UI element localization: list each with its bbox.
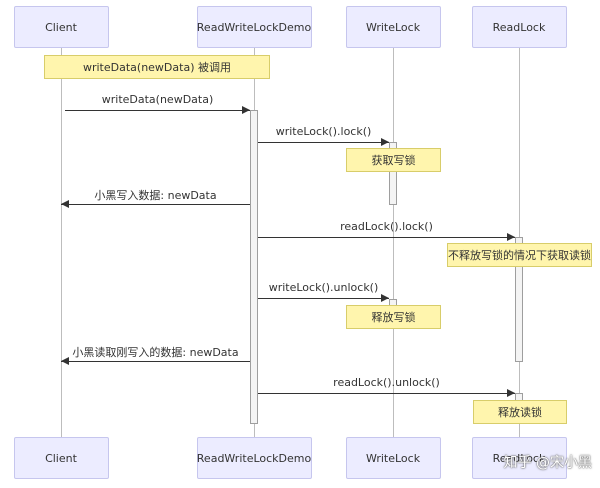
arrowhead-7 bbox=[507, 389, 515, 397]
actor-demo-bottom: ReadWriteLockDemo bbox=[196, 437, 312, 479]
activation-bar-readlock bbox=[515, 237, 523, 362]
message-label-4: readLock().lock() bbox=[340, 220, 433, 233]
actor-readlock-bottom: ReadLock bbox=[471, 437, 567, 479]
message-arrow-2 bbox=[258, 142, 389, 143]
message-arrow-7 bbox=[258, 393, 515, 394]
message-label-7: readLock().unlock() bbox=[333, 376, 440, 389]
message-arrow-3 bbox=[61, 204, 250, 205]
watermark: 知乎 @宋小黑 bbox=[503, 455, 592, 471]
actor-writelock-bottom: WriteLock bbox=[345, 437, 441, 479]
arrowhead-3 bbox=[61, 200, 69, 208]
arrowhead-6 bbox=[61, 357, 69, 365]
message-label-5: writeLock().unlock() bbox=[268, 281, 379, 294]
note-4: 释放写锁 bbox=[346, 305, 441, 329]
message-arrow-1 bbox=[65, 110, 250, 111]
message-label-3: 小黑写入数据: newData bbox=[94, 189, 217, 202]
lifeline-writelock bbox=[393, 48, 394, 437]
message-label-2: writeLock().lock() bbox=[275, 125, 372, 138]
activation-bar-writelock bbox=[389, 142, 397, 205]
note-2: 获取写锁 bbox=[346, 148, 441, 172]
actor-readlock-top: ReadLock bbox=[471, 6, 567, 48]
message-arrow-4 bbox=[258, 237, 515, 238]
activation-bar-demo bbox=[250, 110, 258, 424]
arrowhead-4 bbox=[507, 233, 515, 241]
note-5: 释放读锁 bbox=[473, 400, 567, 424]
message-label-1: writeData(newData) bbox=[101, 93, 214, 106]
arrowhead-5 bbox=[381, 294, 389, 302]
actor-client-bottom: Client bbox=[13, 437, 109, 479]
message-label-6: 小黑读取刚写入的数据: newData bbox=[72, 346, 239, 359]
arrowhead-1 bbox=[242, 106, 250, 114]
message-arrow-6 bbox=[61, 361, 250, 362]
note-3: 不释放写锁的情况下获取读锁 bbox=[447, 243, 592, 267]
arrowhead-2 bbox=[381, 138, 389, 146]
message-arrow-5 bbox=[258, 298, 389, 299]
note-1: writeData(newData) 被调用 bbox=[44, 55, 270, 79]
actor-client-top: Client bbox=[13, 6, 109, 48]
lifeline-client bbox=[61, 48, 62, 437]
actor-demo-top: ReadWriteLockDemo bbox=[196, 6, 312, 48]
actor-writelock-top: WriteLock bbox=[345, 6, 441, 48]
